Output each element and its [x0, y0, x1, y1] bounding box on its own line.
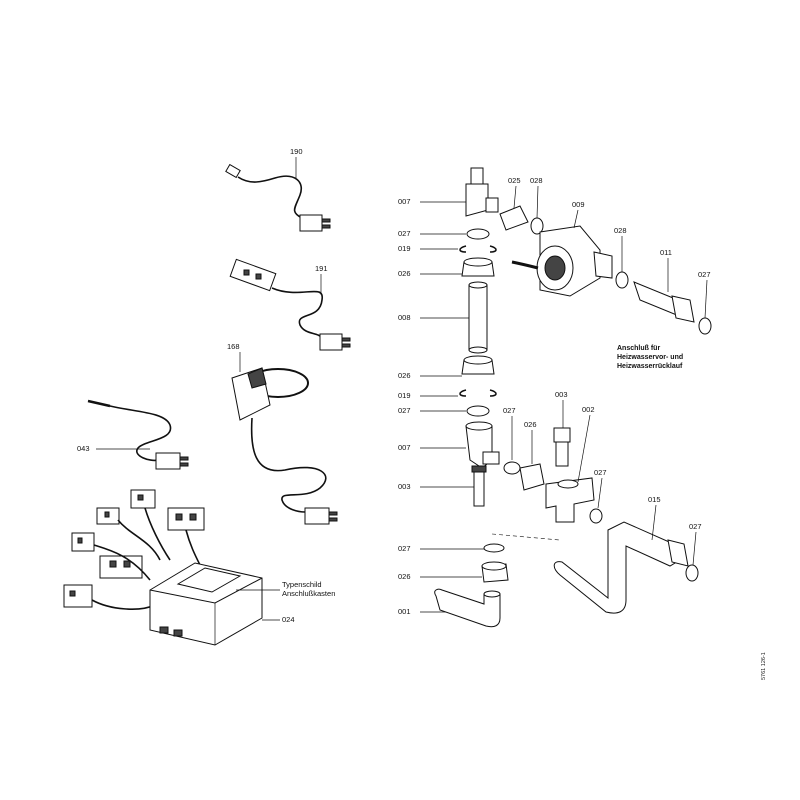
pump-009	[511, 225, 613, 297]
sensor-168	[231, 367, 338, 525]
ring-027-middle	[466, 405, 490, 417]
ring-027-tee	[589, 508, 603, 524]
label-028-upper: 028	[530, 176, 543, 185]
cable-191	[229, 258, 351, 351]
note-anschluss-line1: Anschluß für	[617, 345, 660, 352]
tee-002	[545, 477, 595, 523]
nut-025	[499, 205, 529, 231]
label-019-lower: 019	[398, 391, 411, 400]
clip-019-lower-right	[489, 389, 497, 397]
label-002: 002	[582, 405, 595, 414]
label-024: 024	[282, 615, 295, 624]
label-008: 008	[398, 313, 411, 322]
label-026-upper: 026	[398, 269, 411, 278]
pipe-015	[553, 521, 689, 614]
label-011: 011	[660, 248, 672, 257]
label-003-right: 003	[555, 390, 568, 399]
clip-019-upper-left	[459, 245, 467, 253]
label-026-mid-right: 026	[524, 420, 537, 429]
sensor-rod-003-left	[471, 465, 487, 507]
sensor-cable-043	[87, 399, 189, 470]
ring-027-lower	[483, 543, 505, 553]
fitting-011	[633, 281, 695, 323]
label-168: 168	[227, 342, 240, 351]
note-anschluss-line2: Heizwasservor- und	[617, 354, 683, 361]
label-190: 190	[290, 147, 303, 156]
connector-group	[63, 489, 205, 610]
pipe-001	[434, 588, 501, 628]
label-015: 015	[648, 495, 661, 504]
ring-027-upper	[466, 228, 490, 240]
ring-028-right	[615, 271, 629, 289]
clip-019-lower-left	[459, 389, 467, 397]
label-027-middle: 027	[398, 406, 411, 415]
label-027-mid-right: 027	[503, 406, 516, 415]
label-007-lower: 007	[398, 443, 411, 452]
cable-190	[225, 163, 331, 232]
label-001: 001	[398, 607, 411, 616]
label-027-tee: 027	[594, 468, 607, 477]
label-043: 043	[77, 444, 90, 453]
label-027-right-upper: 027	[698, 270, 711, 279]
label-009: 009	[572, 200, 585, 209]
pipe-008	[468, 281, 488, 354]
note-anschluss-line3: Heizwasserrücklauf	[617, 363, 683, 370]
label-003-left: 003	[398, 482, 411, 491]
label-typenschild: Typenschild	[282, 580, 322, 589]
label-019-upper: 019	[398, 244, 411, 253]
ring-027-right-upper	[698, 317, 712, 335]
label-027-right-lower: 027	[689, 522, 702, 531]
label-007-upper: 007	[398, 197, 411, 206]
label-026-middle: 026	[398, 371, 411, 380]
drawing-number: 5761 126-1	[761, 652, 767, 680]
clip-019-upper-right	[489, 245, 497, 253]
ring-027-mid-right	[503, 461, 521, 475]
nut-026-mid-right	[519, 463, 545, 491]
label-anschlusskasten: Anschlußkasten	[282, 589, 335, 598]
label-191: 191	[315, 264, 328, 273]
elbow-007-lower	[465, 421, 500, 469]
label-028-right: 028	[614, 226, 627, 235]
sensor-003-right	[553, 427, 571, 467]
label-027-lower: 027	[398, 544, 411, 553]
label-026-lower: 026	[398, 572, 411, 581]
connection-box-024	[149, 562, 263, 646]
ring-027-right-lower	[685, 564, 699, 582]
elbow-007-upper	[465, 167, 499, 217]
label-027-upper: 027	[398, 229, 411, 238]
label-025: 025	[508, 176, 521, 185]
